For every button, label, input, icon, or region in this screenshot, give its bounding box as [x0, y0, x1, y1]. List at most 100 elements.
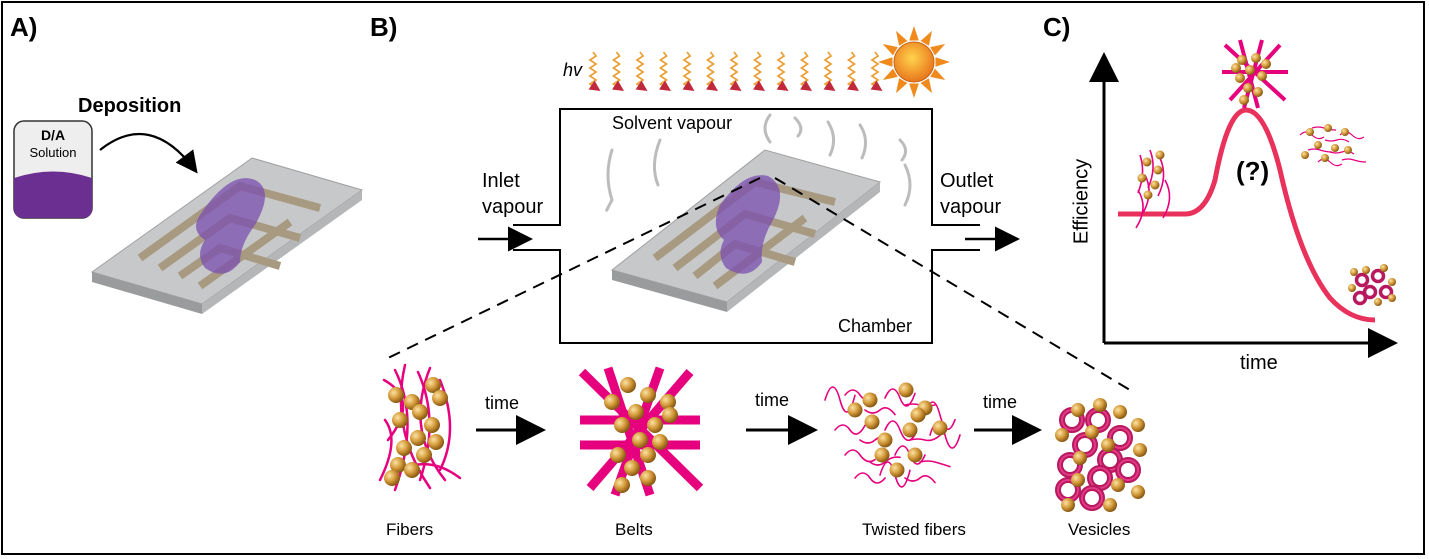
sun-ray — [930, 44, 946, 56]
particle — [388, 387, 404, 403]
inset-fiber-strand — [1137, 154, 1144, 194]
particle — [392, 412, 408, 428]
inset-twisted — [1299, 124, 1367, 167]
fiber-strand — [854, 472, 886, 484]
inset-fibers — [1135, 149, 1171, 229]
particle — [628, 404, 644, 420]
particle — [1388, 278, 1396, 286]
light-ray — [682, 51, 695, 91]
particle — [632, 432, 648, 448]
light-ray — [752, 51, 765, 91]
panel-c — [1089, 39, 1398, 358]
particle — [874, 447, 890, 463]
particle — [1061, 498, 1075, 512]
twisted-fibers-particles — [847, 382, 948, 478]
particle — [1350, 268, 1358, 276]
particle — [1153, 165, 1163, 175]
particle — [620, 377, 636, 393]
particle — [932, 420, 948, 436]
particle — [864, 414, 880, 430]
solution-vial — [13, 120, 93, 219]
time-label-2: time — [755, 390, 790, 410]
particle — [1237, 55, 1247, 65]
particle — [1131, 485, 1145, 499]
sun-ray — [882, 68, 898, 80]
light-ray — [870, 51, 883, 91]
deposition-label: Deposition — [78, 95, 182, 117]
particle — [624, 460, 640, 476]
fiber-strand — [869, 456, 901, 466]
vial-label-bottom: Solution — [29, 145, 77, 160]
inlet-label-2: vapour — [482, 196, 544, 218]
panel-b-letter: B) — [370, 12, 398, 42]
inset-belts — [1222, 39, 1288, 109]
particle — [1155, 150, 1165, 160]
light-ray — [635, 51, 648, 91]
light-ray — [658, 51, 671, 91]
sun-ray — [920, 78, 932, 94]
vial-label-top: D/A — [40, 127, 66, 143]
stage-label-belts: Belts — [615, 520, 653, 539]
peak-question-label: (?) — [1236, 156, 1270, 186]
particle — [907, 447, 923, 463]
particle — [640, 447, 656, 463]
inset-twisted-strand — [1324, 138, 1350, 143]
particle — [396, 440, 412, 456]
particle — [410, 430, 426, 446]
sun-ray — [896, 30, 908, 46]
fiber-strand — [864, 407, 896, 416]
particle — [1235, 73, 1245, 83]
fibers-particles — [384, 377, 448, 486]
particle — [1380, 264, 1388, 272]
particle — [1085, 425, 1099, 439]
particle — [652, 434, 668, 450]
particle — [425, 377, 441, 393]
y-axis-label: Efficiency — [1070, 158, 1093, 245]
device-a — [90, 157, 364, 314]
particle — [1324, 124, 1332, 132]
particle — [390, 457, 406, 473]
particle — [1071, 403, 1085, 417]
light-ray — [611, 51, 624, 91]
inset-fiber-strand — [1147, 149, 1154, 189]
zoom-line-right — [774, 177, 1131, 391]
vesicle-ring-highlight — [1117, 459, 1139, 481]
deposition-arrow — [99, 132, 198, 174]
particle — [1261, 59, 1271, 69]
belts-particles — [604, 377, 678, 493]
fiber-strand — [919, 460, 951, 468]
particle — [1133, 443, 1147, 457]
particle — [614, 417, 630, 433]
x-axis-label: time — [1240, 352, 1278, 374]
inset-vesicle-ring — [1370, 268, 1386, 284]
particle — [1245, 65, 1255, 75]
fiber-strand — [844, 449, 876, 463]
inset-fiber-strand — [1135, 189, 1144, 229]
particle — [432, 390, 448, 406]
fiber-strand — [909, 434, 941, 442]
inset-twisted-strand — [1307, 148, 1333, 153]
chamber-outline — [513, 108, 980, 344]
panel-c-letter: C) — [1043, 12, 1071, 42]
light-ray — [705, 51, 718, 91]
fibers-illustration — [378, 363, 462, 492]
sun-ray — [930, 68, 946, 80]
fiber-strand — [904, 475, 936, 484]
particle — [412, 404, 428, 420]
inset-fiber-strand — [1157, 157, 1165, 197]
particle — [862, 392, 878, 408]
particle — [877, 432, 893, 448]
panel-b — [378, 26, 1147, 512]
inset-fiber-strand — [1162, 179, 1171, 219]
particle — [604, 394, 620, 410]
particle — [1055, 428, 1069, 442]
sun-icon — [878, 26, 950, 98]
time-label-1: time — [485, 393, 520, 413]
particle — [1301, 151, 1309, 159]
particle — [889, 462, 905, 478]
particle — [902, 422, 918, 438]
inset-twisted-strand — [1341, 158, 1367, 163]
stage-label-vesicles: Vesicles — [1068, 520, 1131, 539]
particle — [1388, 294, 1396, 302]
